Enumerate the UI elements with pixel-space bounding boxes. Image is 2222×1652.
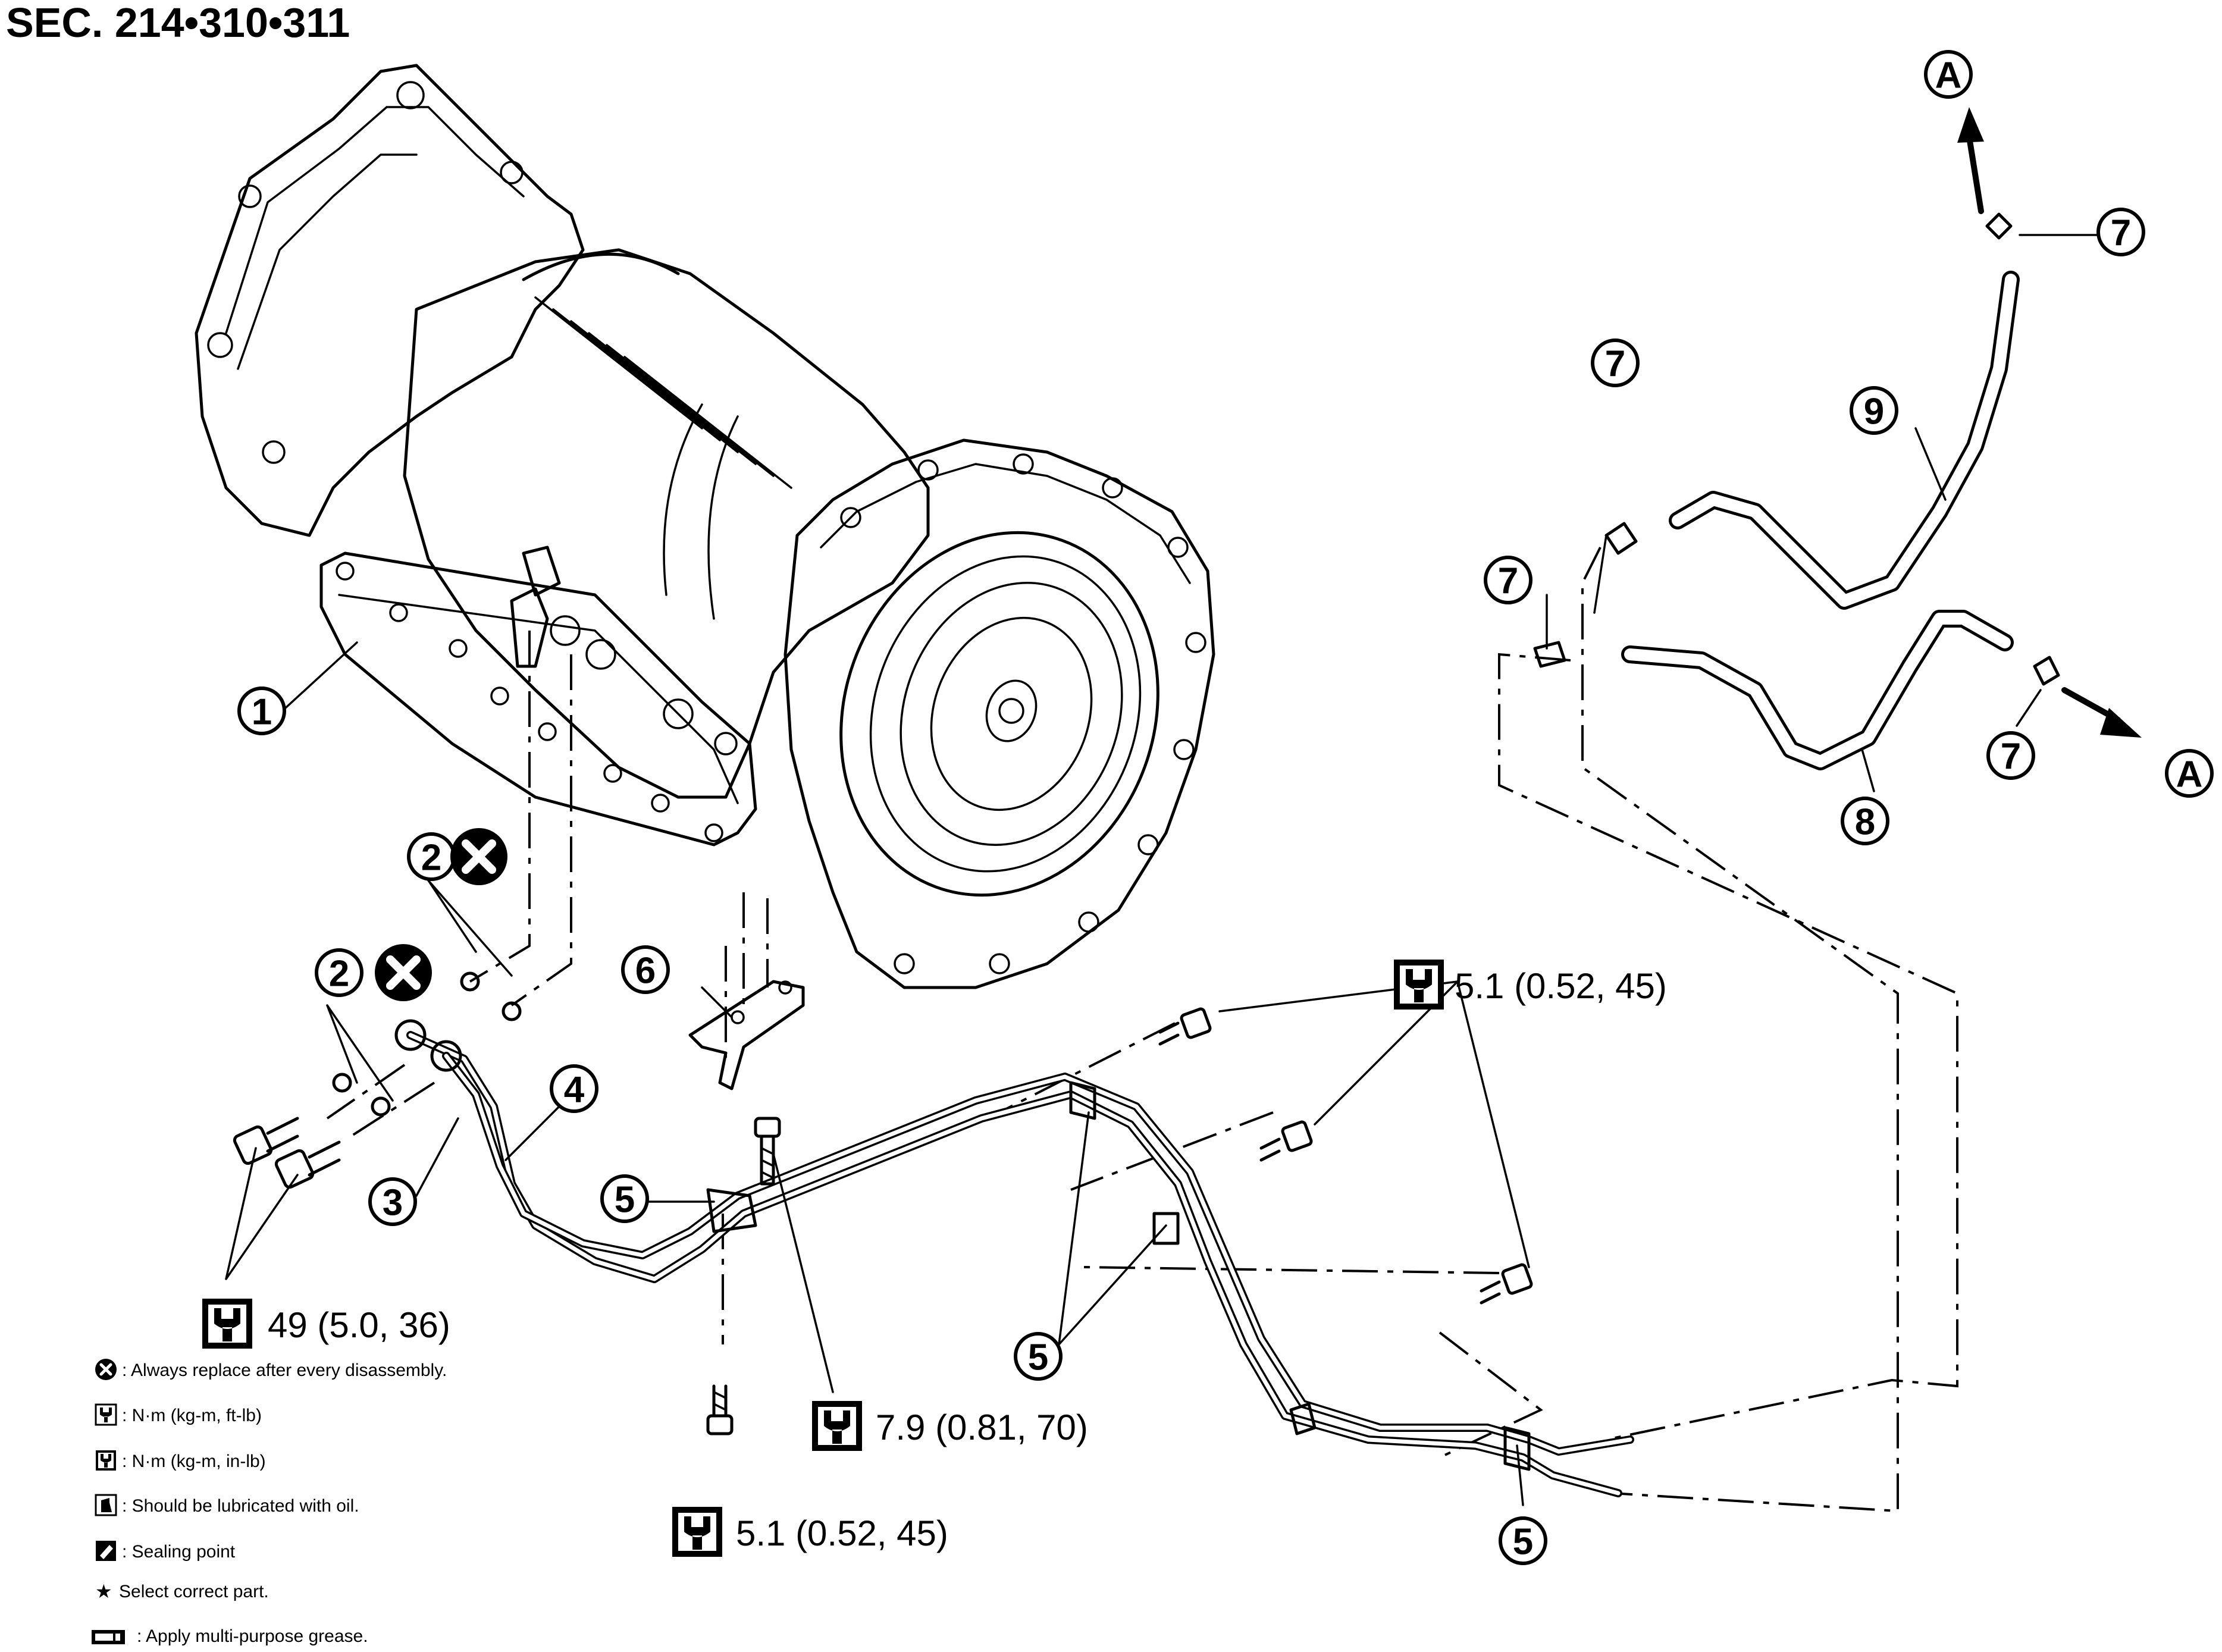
callout-1: 1 [237, 686, 286, 735]
star-icon: ★ [95, 1580, 112, 1603]
bracket-and-clamps [688, 980, 1531, 1471]
svg-text:7: 7 [2111, 213, 2131, 254]
callout-6: 6 [621, 945, 670, 994]
callout-5-left: 5 [600, 1174, 649, 1223]
alignment-lines [326, 547, 1958, 1513]
svg-text:7: 7 [2001, 736, 2021, 778]
legend-row-star: ★ Select correct part. [95, 1580, 269, 1603]
svg-text:: Should be lubricated with oi: : Should be lubricated with oil. [122, 1496, 359, 1516]
callout-7-top: 7 [2096, 208, 2145, 256]
callout-5-right: 5 [1499, 1516, 1547, 1565]
svg-text:9: 9 [1864, 391, 1884, 432]
legend-row-grease: : Apply multi-purpose grease. [92, 1626, 368, 1646]
torque-spec-2: 49 (5.0, 36) [202, 1299, 450, 1349]
svg-text:7: 7 [1605, 344, 1625, 385]
torque-wrench-icon [202, 1299, 252, 1349]
svg-text:1: 1 [252, 692, 272, 733]
svg-text:5.1 (0.52, 45): 5.1 (0.52, 45) [736, 1513, 948, 1553]
legend-row-sealing: : Sealing point [96, 1541, 236, 1562]
svg-text:49 (5.0, 36): 49 (5.0, 36) [268, 1305, 450, 1345]
svg-text:5.1 (0.52, 45): 5.1 (0.52, 45) [1455, 966, 1667, 1006]
torque-spec-3: 7.9 (0.81, 70) [812, 1401, 1088, 1451]
callout-2-lower: 2 [315, 948, 363, 997]
svg-text:5: 5 [1513, 1522, 1533, 1563]
grease-icon [92, 1630, 125, 1644]
svg-text:5: 5 [1028, 1337, 1048, 1378]
svg-text:3: 3 [383, 1183, 403, 1224]
legend-row-inlb: : N·m (kg-m, in-lb) [96, 1450, 266, 1471]
svg-text:: N·m (kg-m, ft-lb): : N·m (kg-m, ft-lb) [122, 1406, 262, 1425]
callouts: 1 2 2 3 4 5 5 5 6 7 7 7 7 8 9 A A [237, 50, 2214, 1565]
torque-wrench-icon [1394, 960, 1444, 1010]
clamp-bolt-middle [1259, 1120, 1313, 1162]
svg-text:: Apply multi-purpose grease.: : Apply multi-purpose grease. [137, 1626, 368, 1646]
legend-row-oil: : Should be lubricated with oil. [95, 1494, 359, 1516]
svg-text:A: A [1935, 55, 1962, 96]
svg-text:4: 4 [564, 1070, 585, 1111]
svg-text:: Sealing point: : Sealing point [122, 1542, 236, 1562]
svg-text:8: 8 [1855, 802, 1875, 843]
bracket-bolt [754, 1117, 781, 1186]
callout-a-right: A [2165, 749, 2214, 798]
cooler-hoses [1533, 212, 2060, 770]
callout-3: 3 [368, 1177, 417, 1226]
legend-row-ftlb: : N·m (kg-m, ft-lb) [95, 1403, 262, 1426]
callout-a-top: A [1924, 50, 1973, 99]
union-bolt-upper [233, 1117, 299, 1165]
svg-text:2: 2 [421, 838, 441, 879]
callout-2-upper: 2 [407, 832, 456, 881]
clamp-bolt-bottom [706, 1384, 734, 1435]
svg-text:A: A [2176, 754, 2203, 795]
union-bolt-lower [274, 1140, 341, 1189]
callout-7-right: 7 [1986, 731, 2035, 780]
callout-8: 8 [1841, 797, 1889, 845]
clamp-bolt-right [1480, 1263, 1533, 1305]
callout-4: 4 [550, 1064, 598, 1113]
torque-spec-1: 5.1 (0.52, 45) [1394, 960, 1667, 1010]
callout-7-hose8: 7 [1484, 556, 1532, 604]
leader-lines [225, 234, 2119, 1506]
svg-text:Select correct part.: Select correct part. [119, 1582, 269, 1601]
replace-icon [95, 1359, 117, 1380]
torque-wrench-icon [672, 1507, 722, 1557]
direction-arrows [1957, 107, 2142, 738]
callout-9: 9 [1850, 386, 1898, 435]
torque-wrench-icon [812, 1401, 862, 1451]
section-label: SEC. 214•310•311 [6, 0, 350, 46]
sealing-icon [96, 1541, 116, 1561]
torque-spec-4: 5.1 (0.52, 45) [672, 1507, 948, 1557]
svg-text:6: 6 [635, 951, 656, 992]
svg-text:: Always replace after every d: : Always replace after every disassembly… [122, 1361, 447, 1380]
replace-icon [450, 828, 507, 885]
oil-icon [95, 1494, 117, 1516]
svg-text:5: 5 [615, 1180, 635, 1221]
legend-row-replace: : Always replace after every disassembly… [95, 1359, 447, 1380]
callout-5-mid: 5 [1014, 1332, 1063, 1381]
callout-7-hose9: 7 [1591, 338, 1640, 387]
svg-text:7: 7 [1498, 561, 1518, 602]
svg-text:7.9 (0.81, 70): 7.9 (0.81, 70) [876, 1408, 1088, 1447]
oil-cooler-pipes [394, 1019, 1634, 1497]
svg-text:: N·m (kg-m, in-lb): : N·m (kg-m, in-lb) [122, 1452, 266, 1471]
torque-ftlb-icon [95, 1403, 117, 1426]
transmission-assembly [195, 64, 1215, 989]
legend: : Always replace after every disassembly… [92, 1359, 447, 1646]
replace-icon [375, 944, 432, 1001]
clamp-bolt-top [1158, 1007, 1212, 1046]
torque-inlb-icon [96, 1450, 116, 1471]
svg-text:2: 2 [329, 954, 349, 995]
bolts [233, 971, 1533, 1435]
